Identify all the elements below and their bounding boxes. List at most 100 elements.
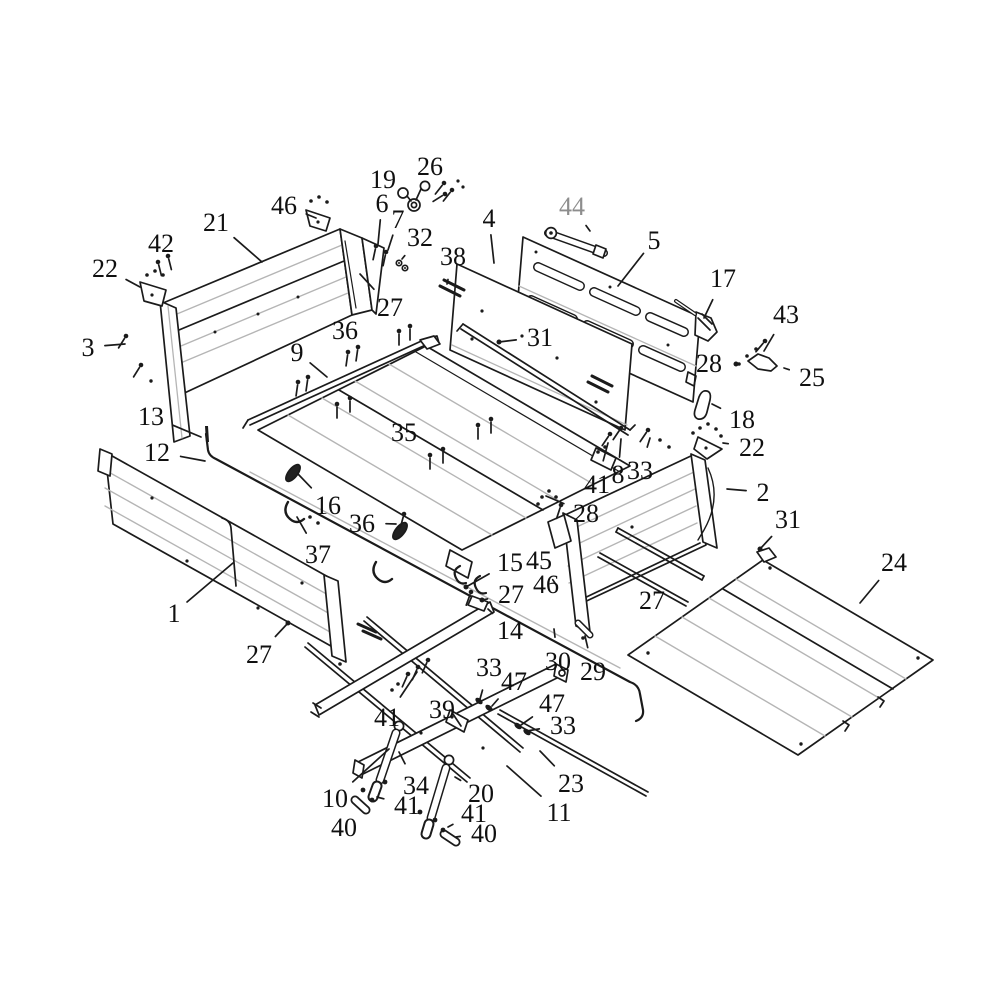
leader-line-37 (296, 516, 308, 534)
callout-label-27: 27 (639, 586, 665, 615)
callout-label-13: 13 (138, 402, 164, 431)
leader-line-16 (297, 473, 313, 489)
callout-label-26: 26 (417, 152, 443, 181)
callout-label-29: 29 (580, 657, 606, 686)
sill-rails-27 (597, 527, 705, 607)
leader-line-2 (726, 488, 747, 492)
callout-label-17: 17 (710, 264, 736, 293)
callout-label-30: 30 (545, 647, 571, 676)
clips-33-47 (475, 697, 531, 736)
callout-label-47: 47 (501, 667, 527, 696)
callout-label-21: 21 (203, 208, 229, 237)
callout-label-39: 39 (429, 695, 455, 724)
callout-label-27: 27 (498, 580, 524, 609)
leader-line-22 (722, 442, 730, 445)
leader-line-43 (763, 333, 775, 352)
ramp-panel-24 (627, 547, 934, 756)
leader-line-41 (399, 671, 418, 698)
cam-16 (285, 463, 408, 541)
corner-bracket-22-left (139, 269, 167, 307)
leader-line-8 (618, 438, 622, 458)
leader-line-32 (401, 254, 406, 260)
leader-line-1 (186, 562, 234, 603)
main-rail-upper (310, 601, 495, 718)
leader-line-21 (233, 236, 263, 263)
leader-line-29 (584, 635, 589, 649)
callout-label-18: 18 (729, 405, 755, 434)
leader-line-27 (359, 273, 375, 291)
callout-label-1: 1 (168, 599, 181, 628)
underframe (304, 588, 649, 847)
callout-label-35: 35 (391, 418, 417, 447)
callout-label-33: 33 (627, 456, 653, 485)
callout-label-31: 31 (775, 505, 801, 534)
callout-label-28: 28 (696, 349, 722, 378)
leader-line-22 (125, 278, 141, 288)
leader-line-12 (179, 455, 206, 462)
callout-label-33: 33 (550, 711, 576, 740)
callout-label-36: 36 (332, 316, 358, 345)
callout-label-22: 22 (92, 254, 118, 283)
leader-line-17 (703, 298, 714, 319)
bolt-29 (574, 619, 594, 639)
leader-line-46 (305, 213, 317, 219)
front-panel-4 (438, 263, 633, 431)
callout-label-47: 47 (539, 689, 565, 718)
callout-label-5: 5 (648, 226, 661, 255)
leader-line-33 (646, 437, 651, 448)
leader-line-41 (376, 796, 385, 800)
leader-line-40 (455, 835, 462, 838)
floor-panel-35 (257, 322, 671, 579)
callout-label-43: 43 (773, 300, 799, 329)
leader-line-7 (387, 234, 394, 251)
latch-part-19 (397, 180, 431, 212)
callout-label-41: 41 (461, 799, 487, 828)
callout-label-19: 19 (370, 165, 396, 194)
corner-bracket-22-right (691, 422, 723, 460)
corner-bracket-46 (305, 195, 331, 232)
callout-label-25: 25 (799, 363, 825, 392)
leader-line-33 (479, 689, 484, 700)
leader-line-15 (465, 573, 490, 588)
callout-label-11: 11 (546, 798, 571, 827)
leader-line-18 (711, 403, 722, 410)
leader-line-31 (759, 535, 773, 550)
screws-26 (431, 178, 465, 205)
callout-label-2: 2 (757, 478, 770, 507)
leader-line-28 (545, 495, 565, 505)
hinge-rod-12 (204, 426, 645, 723)
leader-line-41 (602, 442, 609, 462)
leader-line-13 (172, 424, 202, 438)
left-side-panel-1 (97, 448, 347, 666)
callout-label-3: 3 (82, 333, 95, 362)
leader-line-47 (520, 716, 534, 726)
callout-label-31: 31 (527, 323, 553, 352)
bolts-6-7-washers-32 (369, 242, 409, 272)
bracket-45-46 (536, 489, 572, 549)
leader-line-45 (551, 578, 556, 584)
front-rail-thin (497, 709, 649, 797)
callout-label-41: 41 (374, 703, 400, 732)
leader-dot-27 (479, 597, 485, 603)
callout-label-23: 23 (558, 769, 584, 798)
callout-label-20: 20 (468, 779, 494, 808)
leader-line-38 (446, 278, 449, 285)
callout-label-28: 28 (573, 499, 599, 528)
leader-line-34 (398, 751, 406, 765)
callout-label-27: 27 (246, 640, 272, 669)
leader-line-44 (585, 224, 591, 232)
callout-label-4: 4 (483, 204, 496, 233)
cross-rail-thin-1 (363, 616, 524, 753)
callout-label-6: 6 (376, 189, 389, 218)
callout-label-38: 38 (440, 242, 466, 271)
leader-line-41 (447, 823, 454, 828)
leader-dot-31 (496, 339, 502, 345)
callout-label-41: 41 (584, 470, 610, 499)
callout-label-15: 15 (497, 548, 523, 577)
leader-line-25 (783, 367, 791, 371)
callout-label-36: 36 (349, 509, 375, 538)
leader-line-31 (498, 339, 518, 343)
callout-label-14: 14 (497, 616, 523, 645)
